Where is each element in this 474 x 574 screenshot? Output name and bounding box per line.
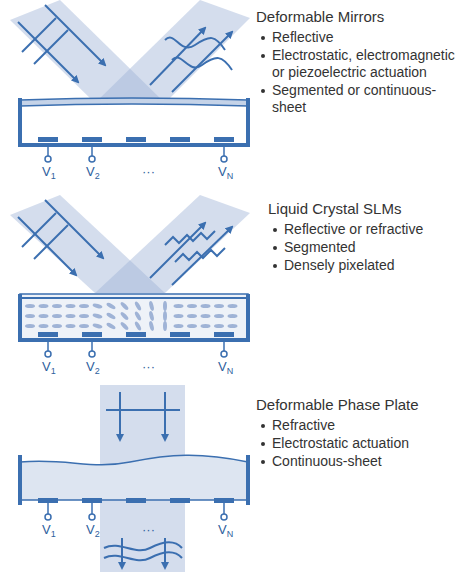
bullet-item: Electrostatic, electromagnetic or piezoe…	[256, 47, 468, 81]
voltage-label: V1	[42, 165, 56, 183]
bullet-item: Reflective	[256, 29, 468, 46]
bullet-text: Continuous-sheet	[272, 453, 382, 469]
bullet-text: Reflective or refractive	[284, 221, 423, 237]
voltage-label: VN	[218, 523, 233, 541]
voltage-label: V2	[86, 360, 100, 378]
bullet-item: Reflective or refractive	[268, 221, 468, 238]
feature-list: Liquid Crystal SLMsReflective or refract…	[268, 200, 468, 275]
deformable-phase-plate	[20, 385, 248, 572]
voltage-label: V1	[42, 523, 56, 541]
bullet-dot	[261, 89, 265, 93]
voltage-label: V1	[42, 360, 56, 378]
bullet-dot	[261, 54, 265, 58]
voltage-label: ···	[142, 360, 155, 374]
bullet-text: Densely pixelated	[284, 257, 395, 273]
bullet-dot	[261, 424, 265, 428]
bullet-text: Segmented	[284, 239, 356, 255]
bullet-dot	[261, 460, 265, 464]
bullet-dot	[261, 442, 265, 446]
deformable-mirror	[10, 0, 250, 162]
voltage-label: ···	[142, 165, 155, 179]
voltage-label: ···	[142, 523, 155, 537]
bullet-dot	[261, 36, 265, 40]
bullet-item: Continuous-sheet	[256, 453, 468, 470]
section-title: Deformable Phase Plate	[256, 396, 468, 414]
bullet-item: Segmented	[268, 239, 468, 256]
bullet-text: Reflective	[272, 29, 333, 45]
bullet-text: Electrostatic actuation	[272, 435, 409, 451]
voltage-label: VN	[218, 165, 233, 183]
bullet-text: Electrostatic, electromagnetic or piezoe…	[272, 47, 455, 80]
section-title: Liquid Crystal SLMs	[268, 200, 468, 218]
bullet-dot	[273, 246, 277, 250]
bullet-item: Refractive	[256, 417, 468, 434]
bullet-item: Electrostatic actuation	[256, 435, 468, 452]
voltage-label: V2	[86, 523, 100, 541]
bullet-dot	[273, 228, 277, 232]
liquid-crystal-slm	[10, 195, 250, 357]
feature-list: Deformable MirrorsReflectiveElectrostati…	[256, 8, 468, 117]
bullet-text: Refractive	[272, 417, 335, 433]
section-title: Deformable Mirrors	[256, 8, 468, 26]
bullet-item: Segmented or continuous-sheet	[256, 82, 468, 116]
feature-list: Deformable Phase PlateRefractiveElectros…	[256, 396, 468, 471]
voltage-label: V2	[86, 165, 100, 183]
bullet-text: Segmented or continuous-sheet	[272, 82, 436, 115]
voltage-label: VN	[218, 360, 233, 378]
bullet-dot	[273, 264, 277, 268]
bullet-item: Densely pixelated	[268, 257, 468, 274]
